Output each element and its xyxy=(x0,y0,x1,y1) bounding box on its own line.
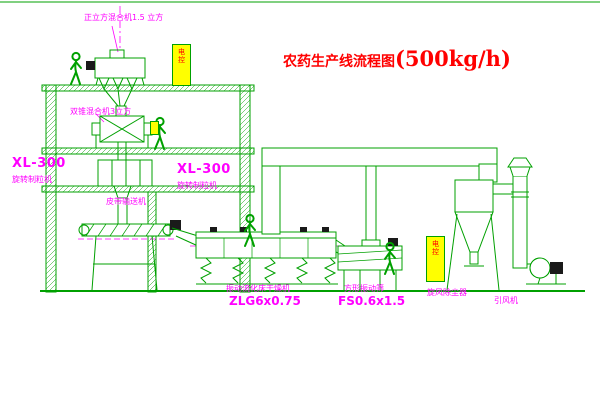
label-cube-mixer: 正立方混合机1.5 立方 xyxy=(84,13,164,22)
induced-draft-fan xyxy=(526,257,566,285)
title-capacity: (500kg/h) xyxy=(395,46,511,71)
title-text: 农药生产线流程图 xyxy=(283,54,395,70)
label-screen-model: FS0.6x1.5 xyxy=(338,294,406,308)
exhaust-duct xyxy=(261,147,498,249)
vibrating-screen xyxy=(335,238,403,290)
belt-conveyor xyxy=(78,220,199,291)
cyclone xyxy=(446,179,514,291)
control-cabinet-top: 电控 xyxy=(172,44,191,86)
person-figure xyxy=(70,51,82,85)
label-granulator-name-center: 旋转制粒机 xyxy=(177,181,217,190)
control-panel-small xyxy=(150,121,159,135)
exhaust-stack xyxy=(507,157,533,269)
label-granulator-name-left: 旋转制粒机 xyxy=(12,175,52,184)
label-dryer-name: 振动流化床干燥机 xyxy=(226,284,290,293)
label-screen-name: 方形振动筛 xyxy=(344,284,384,293)
drawing-title: 农药生产线流程图 (500kg/h) xyxy=(283,46,511,71)
label-granulator-model-center: XL-300 xyxy=(177,162,231,177)
label-belt-conveyor: 皮带输送机 xyxy=(106,197,146,206)
control-cabinet-right: 电控 xyxy=(426,236,445,282)
cube-mixer xyxy=(86,49,146,91)
building-frame xyxy=(40,84,585,293)
label-granulator-model-left: XL-300 xyxy=(12,156,66,171)
label-fan: 引风机 xyxy=(494,296,518,305)
label-double-cone-mixer: 双锥混合机3立方 xyxy=(70,107,132,116)
label-cyclone: 旋风除尘器 xyxy=(427,288,467,297)
control-cabinet-text: 电控 xyxy=(431,240,440,256)
control-cabinet-text: 电控 xyxy=(177,48,186,64)
label-dryer-model: ZLG6x0.75 xyxy=(229,294,301,308)
fluid-bed-dryer xyxy=(195,227,338,285)
y-chute xyxy=(103,88,133,117)
double-cone-mixer xyxy=(91,115,153,160)
